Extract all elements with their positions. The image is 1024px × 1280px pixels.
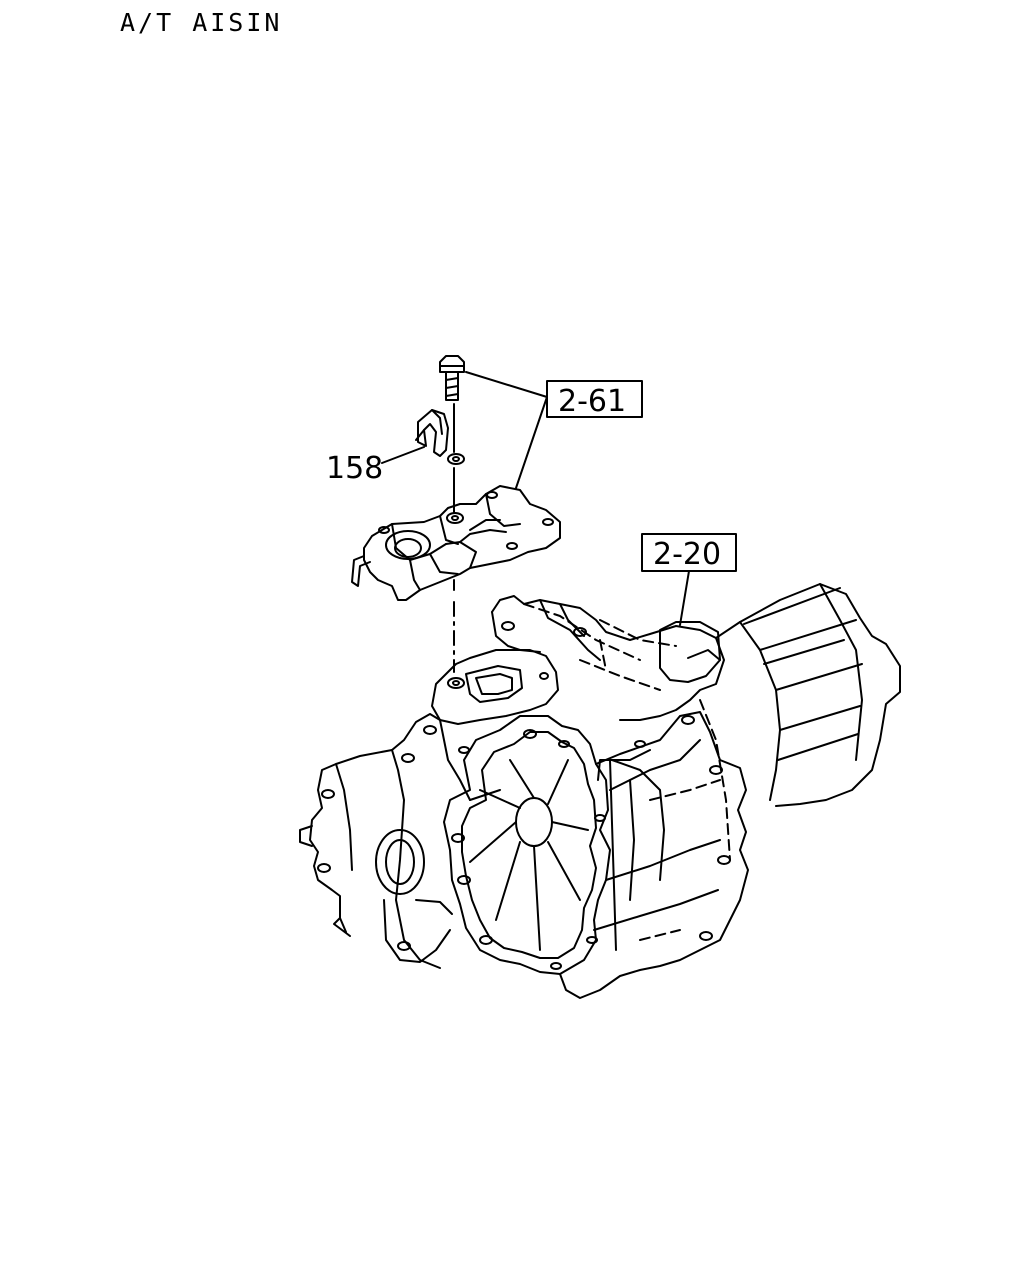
callout-label: 2-20 [653, 537, 721, 572]
callout-label: 2-61 [558, 384, 626, 419]
transmission-case [299, 583, 901, 999]
clip-bracket [415, 409, 465, 465]
leader-line [515, 396, 548, 489]
leader-line [465, 371, 548, 398]
part-number-label[interactable]: 158 [326, 451, 383, 486]
bolt [439, 355, 465, 401]
callout-2-20[interactable]: 2-20 [641, 533, 737, 572]
leader-line [679, 570, 690, 626]
diagram-title: A/T AISIN [120, 8, 283, 37]
bracket-cover [351, 485, 561, 601]
callout-box [546, 380, 643, 418]
callout-box [641, 533, 737, 572]
leader-line [381, 446, 425, 464]
callout-2-61[interactable]: 2-61 [546, 380, 643, 419]
